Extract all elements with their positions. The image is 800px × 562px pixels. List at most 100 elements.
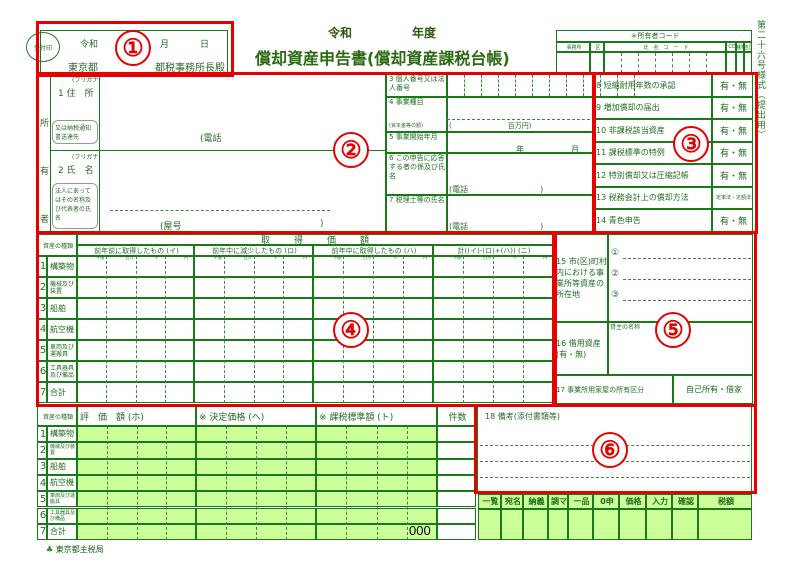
unit-label: 千 — [273, 255, 278, 260]
paren-close: ) — [320, 219, 324, 229]
owner-side-char: 所 — [40, 119, 50, 129]
owner-side-label: 所有者 — [40, 100, 49, 244]
asset-name: 構築物 — [47, 256, 77, 277]
marker-box-2 — [36, 72, 596, 234]
office-input[interactable] — [672, 509, 698, 540]
office-input[interactable] — [523, 509, 548, 540]
dashed-line — [623, 300, 751, 301]
unit-label: 十億 — [213, 255, 222, 260]
month-label: 月 — [160, 40, 170, 50]
phone6-label: (電話 ) — [449, 185, 544, 194]
count-input[interactable] — [437, 458, 476, 475]
divider — [253, 256, 255, 403]
divider — [256, 426, 257, 540]
unit-label: 円 — [303, 255, 307, 260]
location-item-0: ① — [611, 248, 620, 258]
business-label-r5: 5 事業開始年月 — [386, 132, 447, 153]
unit-label: 百万 — [125, 255, 134, 260]
office-input[interactable] — [698, 509, 752, 540]
count-input[interactable] — [437, 507, 476, 524]
flag-value-toggle[interactable]: 定率法・定額法 — [712, 186, 753, 209]
label-column-divider — [50, 74, 100, 232]
unit-label: 円 — [184, 255, 188, 260]
owner-code-input[interactable] — [604, 52, 726, 73]
asset-name: 船舶 — [47, 458, 77, 475]
office-input[interactable] — [568, 509, 593, 540]
count-input[interactable] — [437, 426, 476, 443]
total-suffix: 000 — [409, 523, 431, 538]
divider — [106, 256, 108, 403]
divider — [638, 53, 639, 73]
divider — [600, 75, 601, 96]
divider — [223, 256, 225, 403]
day-label: 日 — [200, 40, 210, 50]
office-input[interactable] — [478, 509, 501, 540]
office-input[interactable] — [548, 509, 568, 540]
divider — [164, 256, 166, 403]
divider — [376, 426, 378, 540]
receipt-stamp-label: 受付印 — [33, 44, 52, 52]
asset-name: 車両及び運搬具 — [47, 491, 77, 508]
office-input[interactable] — [501, 509, 523, 540]
unit-label: 千 — [154, 255, 159, 260]
page-title: 償却資産申告書(償却資産課税台帳) — [255, 49, 510, 68]
marker-3: ③ — [673, 126, 709, 162]
unit-label: 円 — [543, 255, 547, 260]
unit-label: 百万 — [483, 255, 491, 260]
location-item-2: ③ — [611, 290, 620, 300]
count-input[interactable] — [437, 491, 476, 508]
asset-number: 4 — [37, 474, 47, 492]
divider — [549, 75, 550, 96]
divider — [498, 75, 499, 96]
office-col-header: 税額 — [698, 494, 752, 509]
address-note: 又は納税通知書送達先 — [52, 120, 98, 144]
flag-value-toggle[interactable]: 有・無 — [712, 141, 753, 164]
office-col-header: 確認 — [672, 494, 698, 509]
marker-box-1 — [36, 21, 234, 77]
office-input[interactable] — [593, 509, 619, 540]
owner-code-title: ＊所有者コード — [556, 30, 752, 42]
evaluation-col-header: ※ 決定価格 (ヘ) — [196, 406, 316, 426]
asset-name: 工具器具及び備品 — [47, 361, 77, 382]
footer-org-label: 東京都主税局 — [55, 545, 104, 554]
office-input[interactable] — [646, 509, 672, 540]
marker-5: ⑤ — [655, 312, 691, 348]
count-input[interactable] — [437, 523, 476, 541]
owner-code-input[interactable] — [736, 52, 744, 73]
owner-code-input[interactable] — [556, 52, 590, 73]
office-input[interactable] — [619, 509, 646, 540]
owner-code-input[interactable] — [726, 52, 736, 73]
count-input[interactable] — [437, 474, 476, 492]
owner-code-input[interactable] — [590, 52, 604, 73]
building-ownership-toggle[interactable]: 自己所有・借家 — [673, 375, 753, 404]
row-divider — [50, 150, 386, 151]
divider — [226, 426, 227, 540]
divider — [634, 75, 635, 96]
office-col-header: 宛名 — [501, 494, 523, 509]
flag-value-toggle[interactable]: 有・無 — [712, 119, 753, 142]
receipt-stamp: 受付印 — [26, 32, 60, 62]
count-input[interactable] — [437, 442, 476, 459]
unit-label: 百万 — [363, 255, 371, 260]
marker-4: ④ — [333, 312, 369, 348]
owner-code-input[interactable] — [744, 52, 752, 73]
flag-value-toggle[interactable]: 有・無 — [712, 164, 753, 187]
divider — [523, 256, 524, 403]
asset-number: 7 — [37, 523, 47, 541]
divider — [621, 53, 622, 73]
form-number: 第二十六号様式（提出用） — [755, 20, 765, 140]
trade-name-label: (屋号 — [160, 222, 182, 232]
marker-box-5 — [552, 231, 757, 407]
era-label: 令和 — [80, 40, 99, 50]
unit-label: 円 — [423, 255, 427, 260]
flag-value-toggle[interactable]: 有・無 — [712, 96, 753, 119]
asset-number: 3 — [37, 458, 47, 475]
divider — [515, 75, 516, 96]
phone7-label: (電話 ) — [449, 222, 544, 231]
lessor-label: 貸主の名称 — [610, 324, 641, 331]
divider — [403, 256, 404, 403]
marker-1: ① — [115, 30, 151, 66]
asset-name: 車両及び運搬具 — [47, 340, 77, 361]
capital-label: (資本金等の額) — [389, 123, 423, 129]
remarks-label: 18 備考(添付書類等) — [485, 412, 560, 421]
